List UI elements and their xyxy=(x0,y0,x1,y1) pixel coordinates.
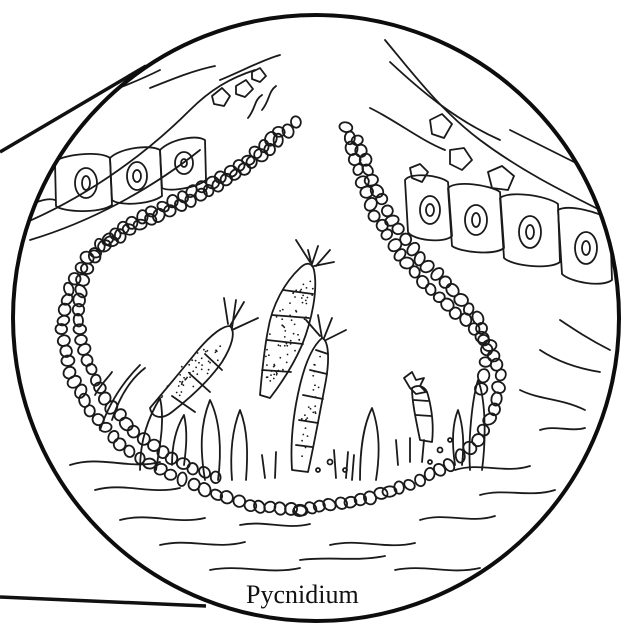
wall-cell xyxy=(156,200,171,214)
magnifier-guide-lines xyxy=(0,66,206,606)
wall-cell xyxy=(480,357,492,367)
wall-cell xyxy=(368,210,380,222)
wall-cell xyxy=(177,472,188,487)
wall-cell xyxy=(392,223,404,234)
magnifier-circle xyxy=(13,15,619,621)
wall-cell xyxy=(405,240,422,257)
wall-cell xyxy=(429,266,446,283)
caption-pycnidium: Pycnidium xyxy=(246,577,406,613)
wall-cell xyxy=(73,383,89,400)
right-host-cells xyxy=(405,175,612,284)
wall-cell xyxy=(186,462,198,475)
wall-cell xyxy=(117,415,135,433)
wall-cell xyxy=(437,274,453,290)
wall-cell xyxy=(413,251,426,267)
wall-cell xyxy=(444,281,461,299)
conidia xyxy=(150,240,452,472)
wall-cell xyxy=(65,374,83,391)
wall-cell xyxy=(164,469,177,480)
wall-cell xyxy=(100,231,116,247)
host-tissue xyxy=(20,40,610,570)
wall-cell xyxy=(137,210,148,224)
wall-cell xyxy=(453,292,470,307)
lower-guide-line xyxy=(0,597,206,606)
wall-cell xyxy=(433,292,445,303)
